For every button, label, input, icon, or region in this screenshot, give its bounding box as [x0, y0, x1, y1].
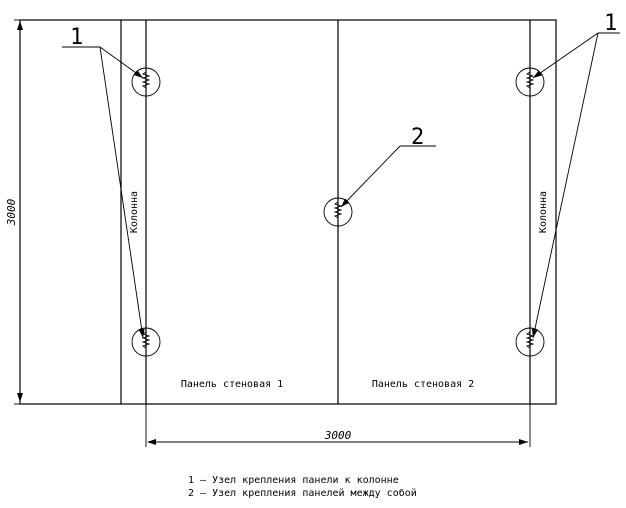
mount-node-top-right [515, 67, 545, 97]
dimension-height-value: 3000 [5, 198, 18, 226]
dimension-width: 3000 [145, 404, 531, 447]
column-label-left: Колонна [129, 191, 140, 233]
callout-1-right: 1 [531, 11, 620, 339]
dimension-height: 3000 [5, 19, 23, 405]
mount-node-bottom-right [515, 327, 545, 357]
panel-frame [19, 19, 557, 405]
mount-node-top-left [131, 67, 161, 97]
legend-item-1: 1 – Узел крепления панели к колонне [188, 475, 399, 486]
column-label-right: Колонна [538, 191, 549, 233]
callout-number-1-right: 1 [604, 11, 617, 36]
panel-label-1: Панель стеновая 1 [181, 379, 283, 390]
callout-1-left: 1 [62, 25, 145, 339]
legend-item-2: 2 – Узел крепления панелей между собой [188, 488, 417, 499]
mount-node-bottom-left [131, 327, 161, 357]
callout-number-2: 2 [411, 125, 424, 150]
callout-number-1-left: 1 [70, 25, 83, 50]
dimension-width-value: 3000 [324, 429, 352, 442]
panel-label-2: Панель стеновая 2 [372, 379, 474, 390]
legend: 1 – Узел крепления панели к колонне 2 – … [188, 474, 417, 500]
mount-node-center [323, 197, 353, 227]
callout-2: 2 [340, 125, 436, 208]
